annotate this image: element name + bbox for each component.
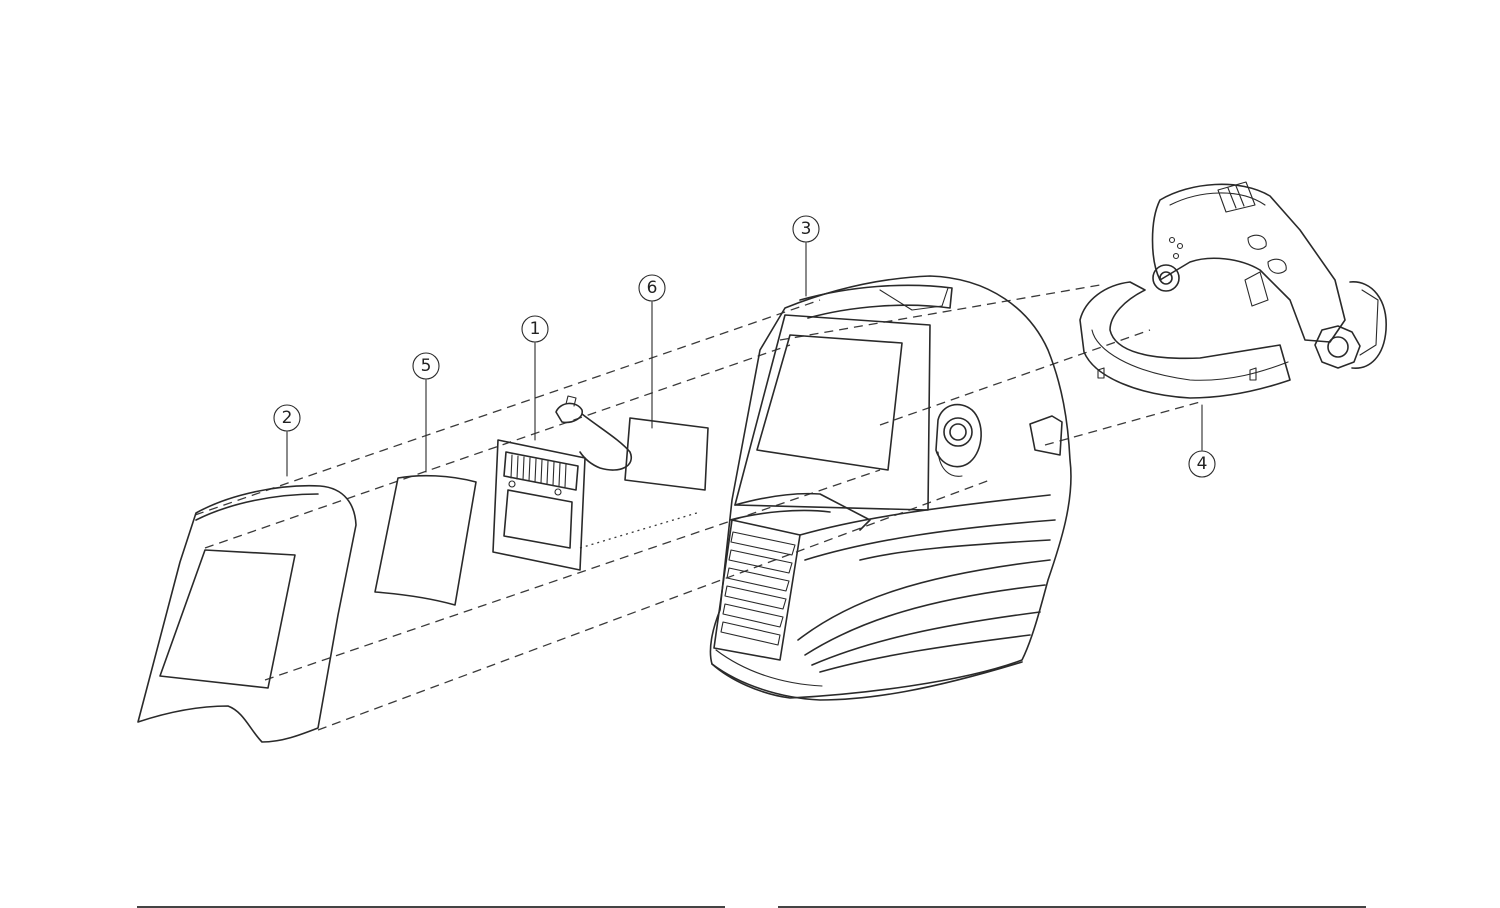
footer-rule-right [778, 906, 1366, 908]
callout-label-1: 1 [530, 319, 541, 339]
callout-part-1: 1 [521, 315, 549, 343]
magnifying-lens-drawing [624, 417, 709, 491]
outer-cover-lens-drawing [137, 484, 357, 743]
callout-part-2: 2 [273, 404, 301, 432]
footer-rule-left [137, 906, 725, 908]
callout-label-3: 3 [801, 219, 812, 239]
callout-label-6: 6 [647, 278, 658, 298]
callout-part-5: 5 [412, 352, 440, 380]
callout-part-4: 4 [1188, 450, 1216, 478]
assembly-guide-lines [194, 284, 1201, 731]
inner-cover-lens-drawing [374, 474, 477, 606]
callout-part-3: 3 [792, 215, 820, 243]
callout-label-2: 2 [282, 408, 293, 428]
callouts: 2 5 1 6 3 4 [273, 215, 1216, 478]
helmet-shell-drawing [709, 275, 1072, 701]
callout-label-5: 5 [421, 356, 432, 376]
headgear-drawing [1079, 181, 1387, 399]
leader-lines [286, 242, 1203, 477]
callout-part-6: 6 [638, 274, 666, 302]
auto-darkening-filter-drawing [492, 395, 633, 571]
callout-label-4: 4 [1197, 454, 1208, 474]
